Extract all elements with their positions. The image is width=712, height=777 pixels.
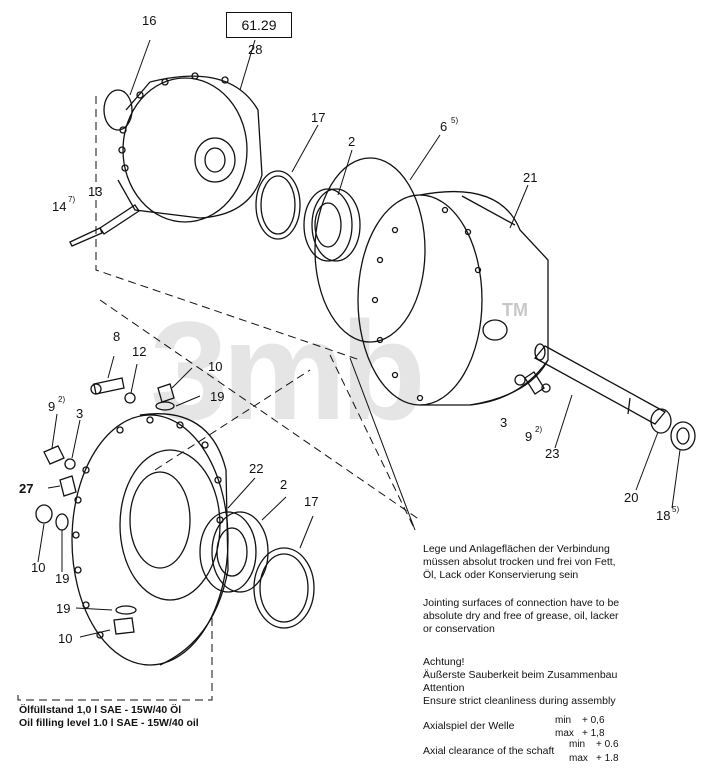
part-label-9: 9	[48, 399, 56, 414]
sealing-note-de-line2: müssen absolut trocken und frei von Fett…	[423, 556, 616, 568]
shaft-23	[533, 343, 667, 425]
caution-de: Achtung!	[423, 656, 465, 668]
oil-filling-level-de: Ölfüllstand 1,0 l SAE - 15W/40 Öl	[19, 704, 182, 716]
sealing-note-de-line3: Öl, Lack oder Konservierung sein	[423, 569, 579, 581]
axial-clearance-en: Axial clearance of the schaft	[423, 745, 555, 757]
reference-number: 61.29	[241, 17, 277, 33]
part-label-2-lower: 2	[280, 477, 288, 492]
bearing-2-upper	[303, 188, 361, 262]
retaining-ring-17-lower	[253, 547, 315, 629]
screw-9-upper	[524, 371, 551, 395]
retaining-ring-17-upper	[255, 170, 301, 240]
part-label-6-footnote: 5)	[451, 116, 459, 125]
screw-9-left	[43, 445, 65, 465]
part-label-18-footnote: 5)	[672, 505, 680, 514]
washer-3-left	[64, 458, 76, 470]
part-label-2: 2	[348, 134, 356, 149]
part-label-19-bottom: 19	[56, 601, 71, 616]
part-label-27: 27	[19, 481, 34, 496]
plug-10-left	[35, 504, 53, 524]
cleanliness-en: Ensure strict cleanliness during assembl…	[423, 695, 616, 707]
axial-de-max-label: max	[555, 728, 574, 739]
part-label-6: 6	[440, 119, 448, 134]
part-label-9-upper: 9	[525, 429, 533, 444]
part-label-21: 21	[523, 170, 538, 185]
part-label-17: 17	[311, 110, 326, 125]
part-label-18: 18	[656, 508, 671, 523]
part-label-17-lower: 17	[304, 494, 319, 509]
assembly-guide-lines	[17, 96, 421, 701]
part-label-8: 8	[113, 329, 121, 344]
seal-19-left	[55, 513, 69, 531]
bearing-2-lower	[199, 511, 269, 593]
snap-ring-16	[103, 89, 133, 131]
main-housing-21	[357, 190, 549, 406]
plug-10-upper	[157, 383, 175, 403]
part-label-10-bottom: 10	[58, 631, 73, 646]
sealing-note-en-line3: or conservation	[423, 623, 495, 635]
cleanliness-de: Äußerste Sauberkeit beim Zusammenbau	[423, 669, 618, 681]
pin-13	[99, 204, 140, 235]
axial-en-min-label: min	[569, 739, 586, 750]
part-label-10: 10	[208, 359, 223, 374]
part-label-28: 28	[248, 42, 263, 57]
seal-19-bottom	[115, 605, 137, 615]
axial-de-min-label: min	[555, 715, 572, 726]
flange-housing-28	[117, 72, 263, 223]
sealing-note-en-line1: Jointing surfaces of connection have to …	[423, 597, 620, 609]
axial-de-min-value: + 0,6	[582, 715, 605, 726]
axial-en-min-value: + 0.6	[596, 739, 619, 750]
washer-12	[124, 392, 136, 404]
watermark-trademark: TM	[502, 300, 528, 320]
screw-8	[90, 377, 125, 395]
axial-en-max-label: max	[569, 753, 588, 764]
part-label-10-left: 10	[31, 560, 46, 575]
part-label-16: 16	[142, 13, 157, 28]
axial-play-de: Axialspiel der Welle	[423, 720, 515, 732]
axial-de-max-value: + 1,8	[582, 728, 605, 739]
part-label-3: 3	[76, 406, 84, 421]
part-label-9-upper-footnote: 2)	[535, 425, 543, 434]
part-label-19: 19	[210, 389, 225, 404]
part-label-14: 14	[52, 199, 67, 214]
plug-27	[59, 475, 77, 497]
cover-22	[71, 413, 229, 666]
part-label-13: 13	[88, 184, 103, 199]
part-label-22: 22	[249, 461, 264, 476]
part-label-19-left: 19	[55, 571, 70, 586]
pin-14	[69, 227, 103, 247]
part-label-20: 20	[624, 490, 639, 505]
part-label-3-upper: 3	[500, 415, 508, 430]
axial-en-max-value: + 1.8	[596, 753, 619, 764]
part-label-12: 12	[132, 344, 147, 359]
seal-20	[650, 408, 672, 434]
part-label-14-footnote: 7)	[68, 195, 76, 204]
reference-number-box: 61.29	[226, 12, 292, 38]
o-ring-6	[314, 157, 426, 343]
part-label-9-footnote: 2)	[58, 395, 66, 404]
part-label-23: 23	[545, 446, 560, 461]
seal-18	[670, 421, 696, 451]
caution-en: Attention	[423, 682, 465, 694]
plug-10-bottom	[113, 617, 135, 635]
seal-19-upper	[155, 401, 175, 411]
washer-3-upper	[514, 374, 526, 386]
sealing-note-de-line1: Lege und Anlageflächen der Verbindung	[423, 543, 610, 555]
oil-filling-level-en: Oil filling level 1.0 l SAE - 15W/40 oil	[19, 717, 199, 729]
sealing-note-en-line2: absolute dry and free of grease, oil, la…	[423, 610, 619, 622]
